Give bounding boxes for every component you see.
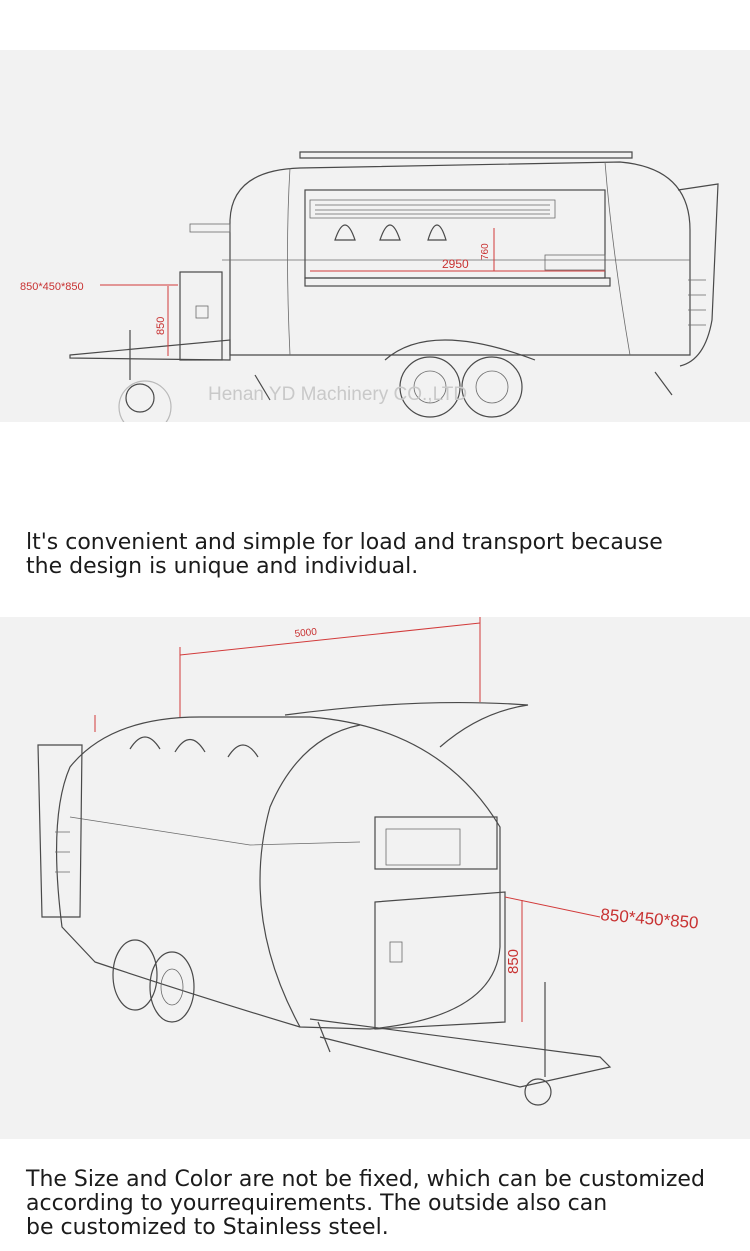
dimension-label-height: 850 bbox=[155, 317, 167, 335]
serving-awning bbox=[299, 151, 633, 159]
dimension-label-size: 850*450*850 bbox=[20, 281, 84, 293]
dimension-label-height: 850 bbox=[505, 949, 522, 974]
trailer-side-view-figure: 850*450*850 850 2950 760 Henan YD Machin… bbox=[0, 50, 750, 422]
rear-panel-curve bbox=[604, 161, 631, 356]
trailer-perspective-figure: 5000 850*450*850 850 bbox=[0, 617, 750, 1139]
side-window bbox=[374, 816, 498, 870]
pendant-lamp bbox=[334, 224, 356, 241]
dimension-label-size: 850*450*850 bbox=[600, 905, 700, 932]
trailer-body-outline bbox=[55, 716, 501, 1030]
wheel bbox=[149, 951, 195, 1023]
watermark-text: Henan YD Machinery CO.,LTD bbox=[208, 384, 467, 405]
dimension-label-length: 5000 bbox=[294, 627, 318, 640]
porthole bbox=[129, 736, 161, 750]
wheel bbox=[112, 939, 158, 1011]
trailer-body-outline bbox=[229, 161, 691, 356]
jockey-wheel bbox=[125, 383, 155, 413]
caption-customization: The Size and Color are not be fixed, whi… bbox=[26, 1167, 705, 1240]
exhaust-hood bbox=[309, 199, 556, 219]
rear-exhaust-vent bbox=[37, 744, 83, 918]
body-seam bbox=[69, 816, 361, 846]
front-storage-box bbox=[179, 271, 223, 361]
dimension-label-counter-height: 760 bbox=[480, 243, 491, 260]
wheel-arch bbox=[384, 339, 536, 361]
porthole bbox=[174, 738, 206, 753]
tow-hitch bbox=[309, 1018, 612, 1088]
pendant-lamp bbox=[427, 224, 447, 241]
trailer-perspective-drawing: 5000 850*450*850 850 bbox=[37, 617, 700, 1106]
serving-counter bbox=[304, 277, 611, 287]
dimension-label-counter-length: 2950 bbox=[442, 257, 469, 271]
porthole bbox=[227, 744, 259, 758]
rear-exhaust-vent bbox=[677, 183, 719, 367]
front-panel-curve bbox=[287, 167, 291, 356]
serving-awning bbox=[284, 701, 529, 748]
caption-transport: lt's convenient and simple for load and … bbox=[26, 530, 663, 579]
pendant-lamp bbox=[379, 224, 401, 241]
counter-box bbox=[544, 254, 606, 271]
wheel bbox=[399, 356, 461, 418]
trailer-side-drawing: 850*450*850 850 2950 760 Henan YD Machin… bbox=[20, 151, 719, 422]
wheel bbox=[461, 356, 523, 418]
rear-cap-curve bbox=[259, 724, 361, 1028]
side-shelf bbox=[189, 223, 231, 233]
watermark-logo bbox=[118, 380, 172, 422]
front-storage-box bbox=[374, 891, 506, 1030]
jockey-wheel bbox=[524, 1078, 552, 1106]
tow-hitch bbox=[69, 339, 231, 361]
